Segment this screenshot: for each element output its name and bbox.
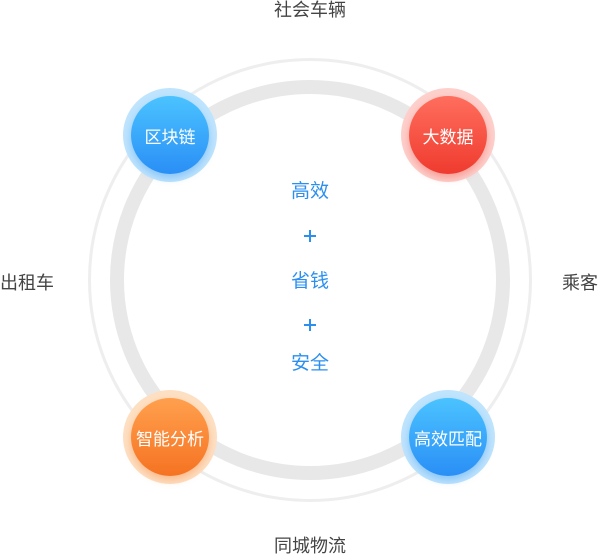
outer-ring xyxy=(88,58,532,502)
label-city-logistics: 同城物流 xyxy=(274,536,346,557)
node-efficient-matching-label: 高效匹配 xyxy=(409,398,487,476)
plus-icon xyxy=(304,230,316,242)
benefit-safe: 安全 xyxy=(290,352,329,374)
label-passenger: 乘客 xyxy=(562,273,598,294)
label-taxi: 出租车 xyxy=(0,273,54,294)
node-efficient-matching: 高效匹配 xyxy=(401,390,495,484)
node-big-data-label: 大数据 xyxy=(409,96,487,174)
node-blockchain: 区块链 xyxy=(123,88,217,182)
plus-icon xyxy=(304,319,316,331)
node-blockchain-label: 区块链 xyxy=(131,96,209,174)
node-smart-analysis-label: 智能分析 xyxy=(131,398,209,476)
benefit-efficient: 高效 xyxy=(290,180,329,202)
node-smart-analysis: 智能分析 xyxy=(123,390,217,484)
node-big-data: 大数据 xyxy=(401,88,495,182)
benefit-save-money: 省钱 xyxy=(290,270,329,292)
label-social-vehicles: 社会车辆 xyxy=(274,0,346,21)
